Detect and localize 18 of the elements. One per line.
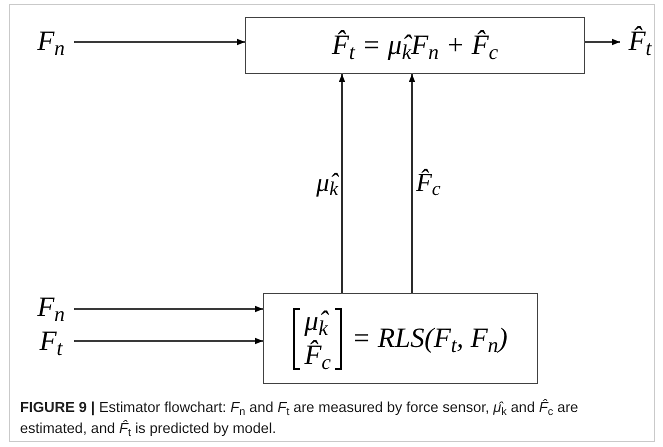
- signal-label: F̂$_{t}$: [620, 24, 660, 60]
- signal-label: F$_{t}$: [28, 324, 74, 360]
- signal-label: F$_{n}$: [28, 24, 74, 60]
- arrow: [338, 74, 346, 293]
- arrow: [74, 338, 263, 344]
- matrix-entry: F̂$_{c}$: [304, 342, 331, 370]
- figure-caption: FIGURE 9 | Estimator flowchart: F$_{n}$ and F$_{t}$ are measured by force sensor, μ̂$_{k}$ and F̂$_{c}$ are estimated, and F̂$_{t}$ is predicted by model.: [20, 398, 580, 440]
- arrow: [74, 38, 245, 46]
- process-box: [263, 293, 538, 384]
- signal-label: F$_{n}$: [28, 290, 74, 326]
- edge-label: F̂$_{c}$: [415, 170, 442, 196]
- edge-label: μ̂$_{k}$: [315, 170, 339, 196]
- arrow: [74, 306, 263, 312]
- process-box: F̂$_{t}$ = μ̂$_{k}$F$_{n}$ + F̂$_{c}$: [245, 17, 585, 74]
- equation-text: = RLS(F$_{t}$, F$_{n}$): [352, 324, 508, 352]
- matrix-entry: μ̂$_{k}$: [304, 308, 330, 336]
- arrow: [408, 74, 416, 293]
- arrow: [585, 38, 620, 46]
